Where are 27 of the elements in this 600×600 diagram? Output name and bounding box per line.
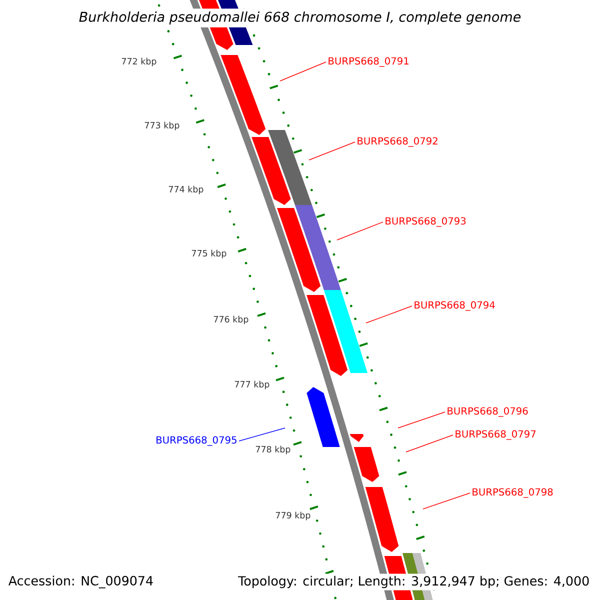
scale-label: 775 kbp: [192, 250, 226, 258]
leader-line: [238, 428, 286, 442]
gene-label: BURPS668_0798: [472, 488, 553, 498]
leader-line: [336, 222, 384, 240]
leader-line: [280, 62, 326, 82]
scale-label: 772 kbp: [122, 58, 156, 66]
leader-line: [422, 492, 470, 510]
title: Burkholderia pseudomallei 668 chromosome I, complete genome: [76, 8, 524, 28]
scale-label: 779 kbp: [276, 512, 310, 520]
leader-line: [308, 142, 356, 160]
gene-label: BURPS668_0794: [414, 301, 495, 311]
gene-label: BURPS668_0791: [328, 57, 408, 67]
leader-line: [366, 306, 412, 324]
scale-label: 773 kbp: [144, 122, 180, 130]
gene-label: BURPS668_0796: [448, 407, 528, 417]
gene-label: BURPS668_0797: [456, 430, 536, 440]
summary-text: Topology: circular; Length: 3,912,947 bp; Genes: 4,000: [236, 574, 592, 590]
leader-line: [406, 434, 454, 452]
scale-label: 777 kbp: [234, 380, 270, 390]
gene-label: BURPS668_0792: [358, 137, 438, 147]
accession-text: Accession: NC_009074: [6, 574, 156, 590]
gene-label: BURPS668_0793: [386, 217, 466, 227]
scale-label: 776 kbp: [214, 316, 248, 324]
gene-label: BURPS668_0795: [156, 436, 236, 446]
leader-line: [398, 412, 446, 428]
scale-label: 778 kbp: [256, 446, 290, 454]
scale-label: 774 kbp: [168, 186, 204, 194]
